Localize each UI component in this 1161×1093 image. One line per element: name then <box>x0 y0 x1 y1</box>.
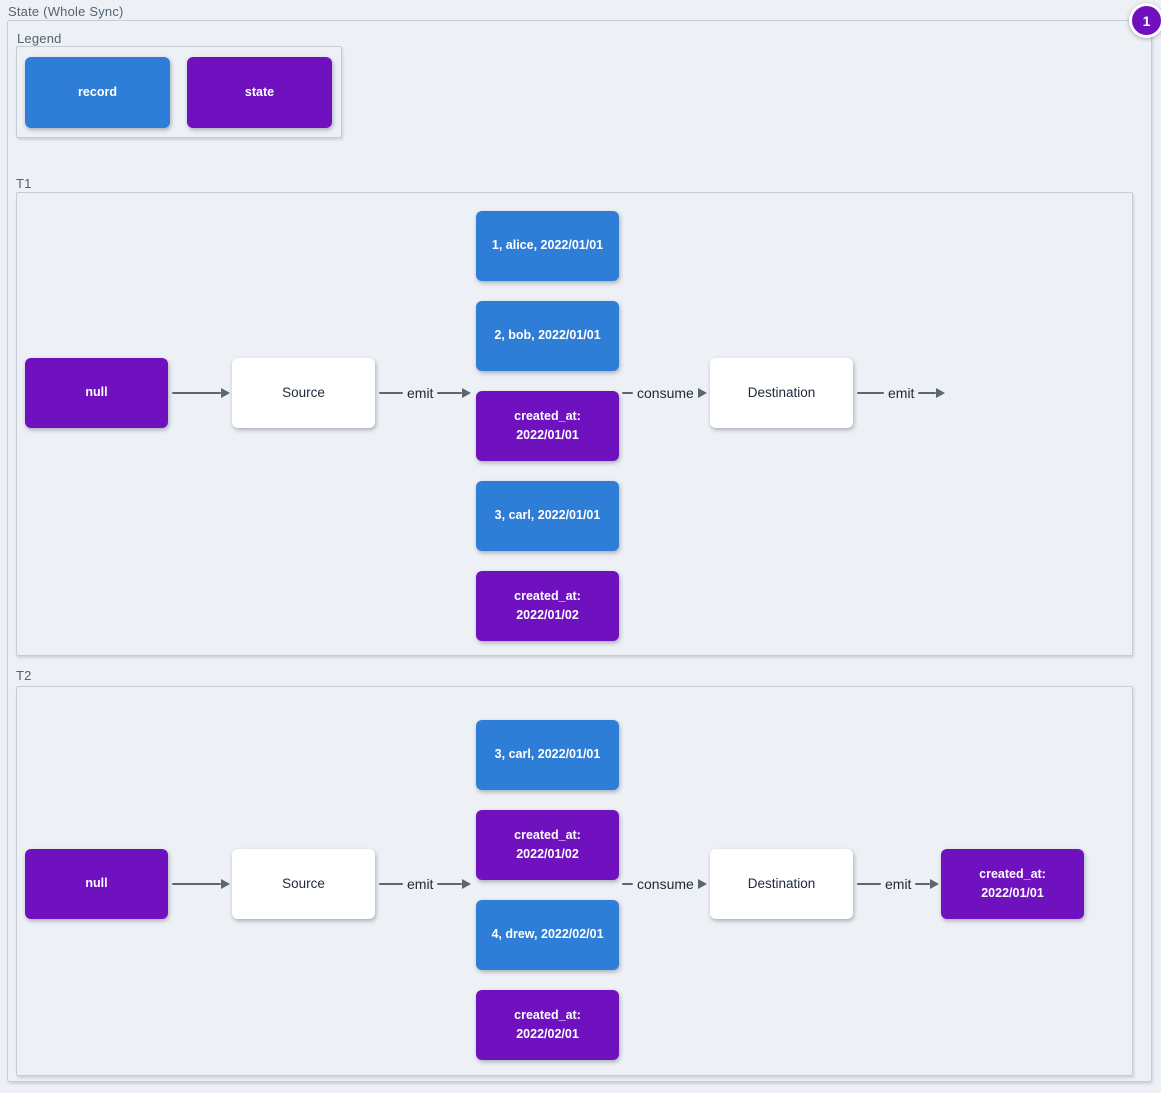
edge-line <box>857 882 881 886</box>
t2-destination-node: Destination <box>710 849 853 919</box>
t1-source-node: Source <box>232 358 375 428</box>
legend-state-node: state <box>187 57 332 128</box>
t2-record-node: 4, drew, 2022/02/01 <box>476 900 619 970</box>
edge-label: emit <box>407 876 434 892</box>
edge-line <box>172 882 221 886</box>
arrowhead-icon <box>462 879 471 889</box>
section-t2-label: T2 <box>16 668 32 683</box>
t1-record-node: 2, bob, 2022/01/01 <box>476 301 619 371</box>
edge-label: consume <box>637 876 694 892</box>
diagram-title: State (Whole Sync) <box>8 4 124 19</box>
t1-edge-null-to-source <box>172 383 230 403</box>
t2-edge-emit: emit <box>379 874 471 894</box>
t1-record-node: 1, alice, 2022/01/01 <box>476 211 619 281</box>
legend-record-node: record <box>25 57 170 128</box>
edge-line <box>622 882 633 886</box>
t2-edge-emit-out: emit <box>857 874 939 894</box>
t1-edge-emit-out: emit <box>857 383 945 403</box>
t2-edge-consume: consume <box>622 874 707 894</box>
edge-line <box>622 391 633 395</box>
t1-destination-node: Destination <box>710 358 853 428</box>
t2-record-node: 3, carl, 2022/01/01 <box>476 720 619 790</box>
t2-state-node: created_at: 2022/01/02 <box>476 810 619 880</box>
t2-state-node: created_at: 2022/02/01 <box>476 990 619 1060</box>
arrowhead-icon <box>462 388 471 398</box>
legend-frame <box>16 46 342 138</box>
t1-edge-emit: emit <box>379 383 471 403</box>
arrowhead-icon <box>698 388 707 398</box>
arrowhead-icon <box>221 388 230 398</box>
edge-label: emit <box>407 385 434 401</box>
edge-label: emit <box>888 385 915 401</box>
t1-state-node: created_at: 2022/01/01 <box>476 391 619 461</box>
edge-line <box>857 391 884 395</box>
t1-null-state-node: null <box>25 358 168 428</box>
t2-output-state-node: created_at: 2022/01/01 <box>941 849 1084 919</box>
step-number-badge: 1 <box>1129 3 1161 38</box>
section-t1-frame <box>16 192 1133 656</box>
edge-line <box>915 882 930 886</box>
section-t2-frame <box>16 686 1133 1076</box>
t1-record-node: 3, carl, 2022/01/01 <box>476 481 619 551</box>
arrowhead-icon <box>930 879 939 889</box>
edge-line <box>437 882 462 886</box>
edge-line <box>379 882 403 886</box>
arrowhead-icon <box>221 879 230 889</box>
edge-line <box>379 391 403 395</box>
outer-frame <box>7 20 1152 1082</box>
edge-line <box>172 391 221 395</box>
t1-edge-consume: consume <box>622 383 707 403</box>
legend-label: Legend <box>17 31 62 46</box>
arrowhead-icon <box>698 879 707 889</box>
arrowhead-icon <box>936 388 945 398</box>
t2-edge-null-to-source <box>172 874 230 894</box>
edge-line <box>918 391 936 395</box>
t2-null-state-node: null <box>25 849 168 919</box>
t2-source-node: Source <box>232 849 375 919</box>
edge-line <box>437 391 462 395</box>
edge-label: emit <box>885 876 912 892</box>
section-t1-label: T1 <box>16 176 32 191</box>
t1-state-node: created_at: 2022/01/02 <box>476 571 619 641</box>
edge-label: consume <box>637 385 694 401</box>
